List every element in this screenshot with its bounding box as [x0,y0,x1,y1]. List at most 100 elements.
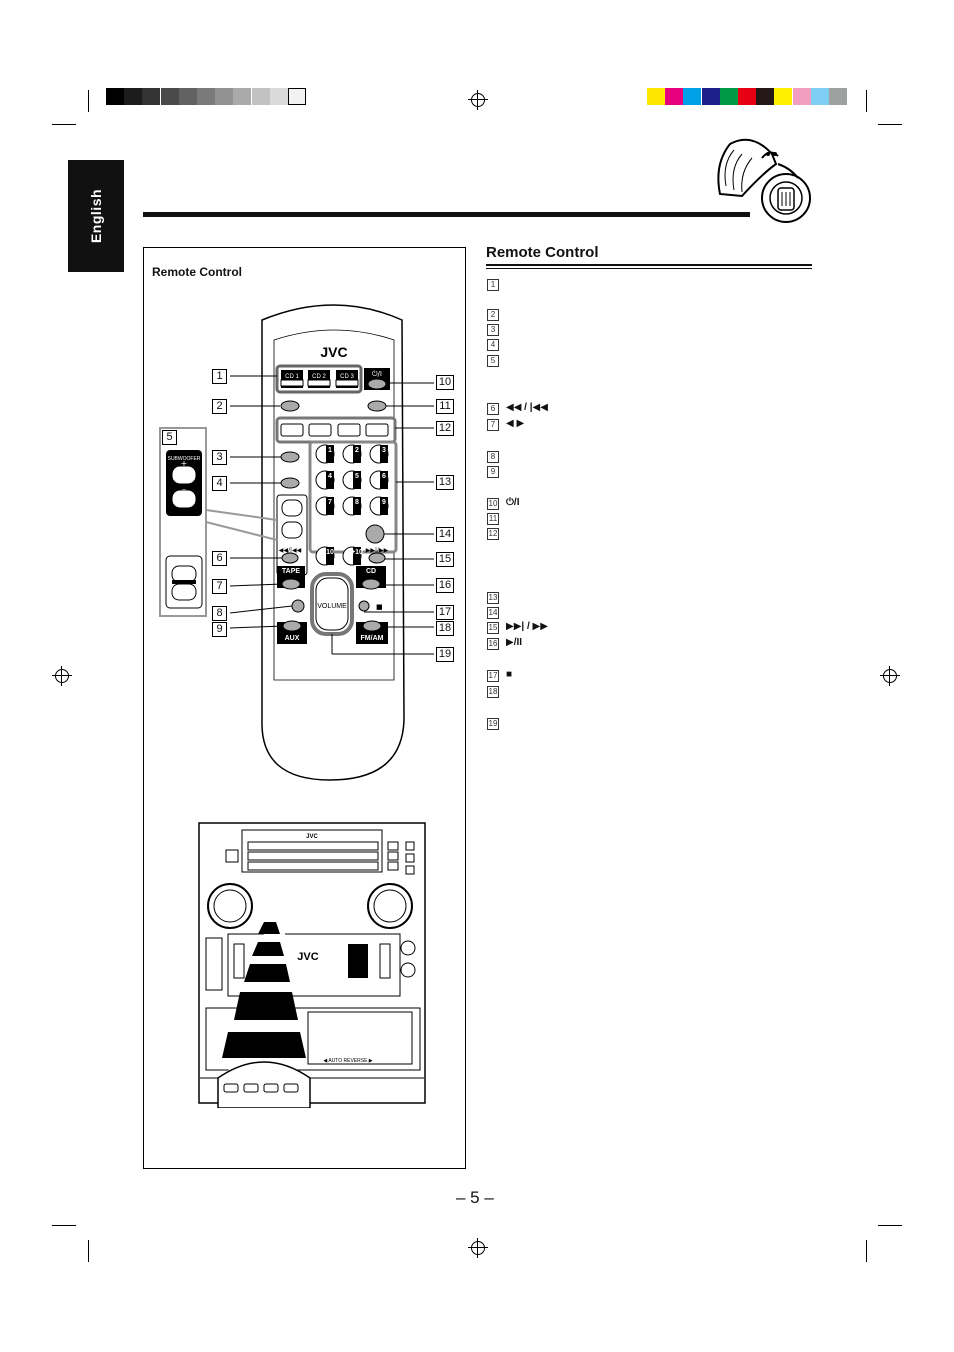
index-marker-1: 1 [487,279,499,291]
aux-button[interactable] [282,620,302,632]
gray-swatch [178,88,197,105]
color-swatch [774,88,793,105]
index-marker-3: 3 [487,324,499,336]
index-symbol-17: ■ [506,669,513,680]
keypad-label: 7 [328,499,332,506]
callout-19: 19 [436,647,454,662]
callout-3: 3 [212,450,227,465]
callout-2: 2 [212,399,227,414]
color-swatch [756,88,775,105]
main-unit-illustration: JVC JVC ◀ AUTO REVERSE ▶ [198,822,426,1108]
section-rule [486,264,812,266]
registration-mark-icon [880,666,900,686]
language-tab: English [68,160,124,272]
index-marker-17: 17 [487,670,499,682]
panel-title: Remote Control [152,265,242,279]
subwoofer-label: SUBWOOFER [168,456,201,462]
callout-6: 6 [212,551,227,566]
section-rule [486,268,812,269]
registration-mark-icon [468,90,488,110]
color-swatch [683,88,702,105]
header-rule [143,212,750,217]
unit-brand-deck: JVC [297,951,318,963]
sub-plus-label: + [181,459,188,468]
aux-label: AUX [285,635,300,642]
index-marker-15: 15 [487,622,499,634]
fmam-button[interactable] [362,620,382,632]
keypad-label: 9 [382,499,386,506]
callout-18: 18 [436,621,454,636]
index-marker-12: 12 [487,528,499,540]
index-marker-8: 8 [487,451,499,463]
callout-14: 14 [436,527,454,542]
index-marker-5: 5 [487,355,499,367]
index-symbol-15: ▶▶| / ▶▶ [506,621,548,632]
fmam-label: FM/AM [361,635,384,642]
power-label: ⏻/I [372,370,382,378]
callout-1: 1 [212,369,227,384]
callout-10: 10 [436,375,454,390]
cd-label: CD [366,568,376,575]
callout-8: 8 [212,606,227,621]
keypad-label: 6 [382,473,386,480]
auto-reverse-label: ◀ AUTO REVERSE ▶ [323,1058,372,1064]
tape-label: TAPE [282,568,300,575]
skip-back-label: ◀◀/|◀◀ [279,547,302,554]
index-marker-9: 9 [487,466,499,478]
index-symbol-6: ◀◀ / |◀◀ [506,402,548,413]
color-swatch [792,88,811,105]
crop-mark [866,90,867,112]
cd-play-button[interactable] [361,578,381,590]
index-symbol-7: ◀ ▶ [506,418,525,429]
language-tab-label: English [88,188,104,244]
index-marker-11: 11 [487,513,499,525]
stop-label: ■ [376,603,383,611]
index-marker-6: 6 [487,403,499,415]
cd2-label: CD 2 [312,374,326,380]
callout-5: 5 [162,430,177,445]
gray-swatch [124,88,143,105]
remote-brand: JVC [320,344,347,360]
keypad-label: 3 [382,447,386,454]
gray-swatch [160,88,179,105]
color-swatch [647,88,665,105]
index-marker-13: 13 [487,592,499,604]
index-symbol-10: ⏻/I [506,497,520,508]
index-symbol-16: ▶/II [506,637,523,648]
gray-swatch [288,88,306,105]
color-swatch [665,88,684,105]
callout-16: 16 [436,578,454,593]
callout-11: 11 [436,399,454,414]
gray-swatch [142,88,161,105]
index-marker-14: 14 [487,607,499,619]
keypad-label: 10 [326,549,334,556]
keypad-label: 5 [355,473,359,480]
callout-15: 15 [436,552,454,567]
index-marker-16: 16 [487,638,499,650]
cd3-label: CD 3 [340,374,354,380]
gray-swatch [251,88,270,105]
crop-mark [88,90,89,112]
index-marker-2: 2 [487,309,499,321]
index-marker-10: 10 [487,498,499,510]
color-swatch [738,88,756,105]
cd1-label: CD 1 [285,374,299,380]
crop-mark [52,124,76,125]
remote-illustration-panel [143,247,466,1169]
crop-mark [878,1225,902,1226]
tape-button[interactable] [281,578,301,590]
callout-12: 12 [436,421,454,436]
index-marker-4: 4 [487,339,499,351]
page-number: – 5 – [456,1188,494,1207]
crop-mark [878,124,902,125]
callout-4: 4 [212,476,227,491]
skip-fwd-label: ▶▶|/▶▶ [366,547,389,554]
index-marker-7: 7 [487,419,499,431]
crop-mark [52,1225,76,1226]
crop-mark [866,1240,867,1262]
gray-swatch [197,88,215,105]
keypad-label: +10 [351,549,363,556]
gray-swatch [269,88,288,105]
gray-swatch [233,88,252,105]
section-title: Remote Control [486,244,599,261]
